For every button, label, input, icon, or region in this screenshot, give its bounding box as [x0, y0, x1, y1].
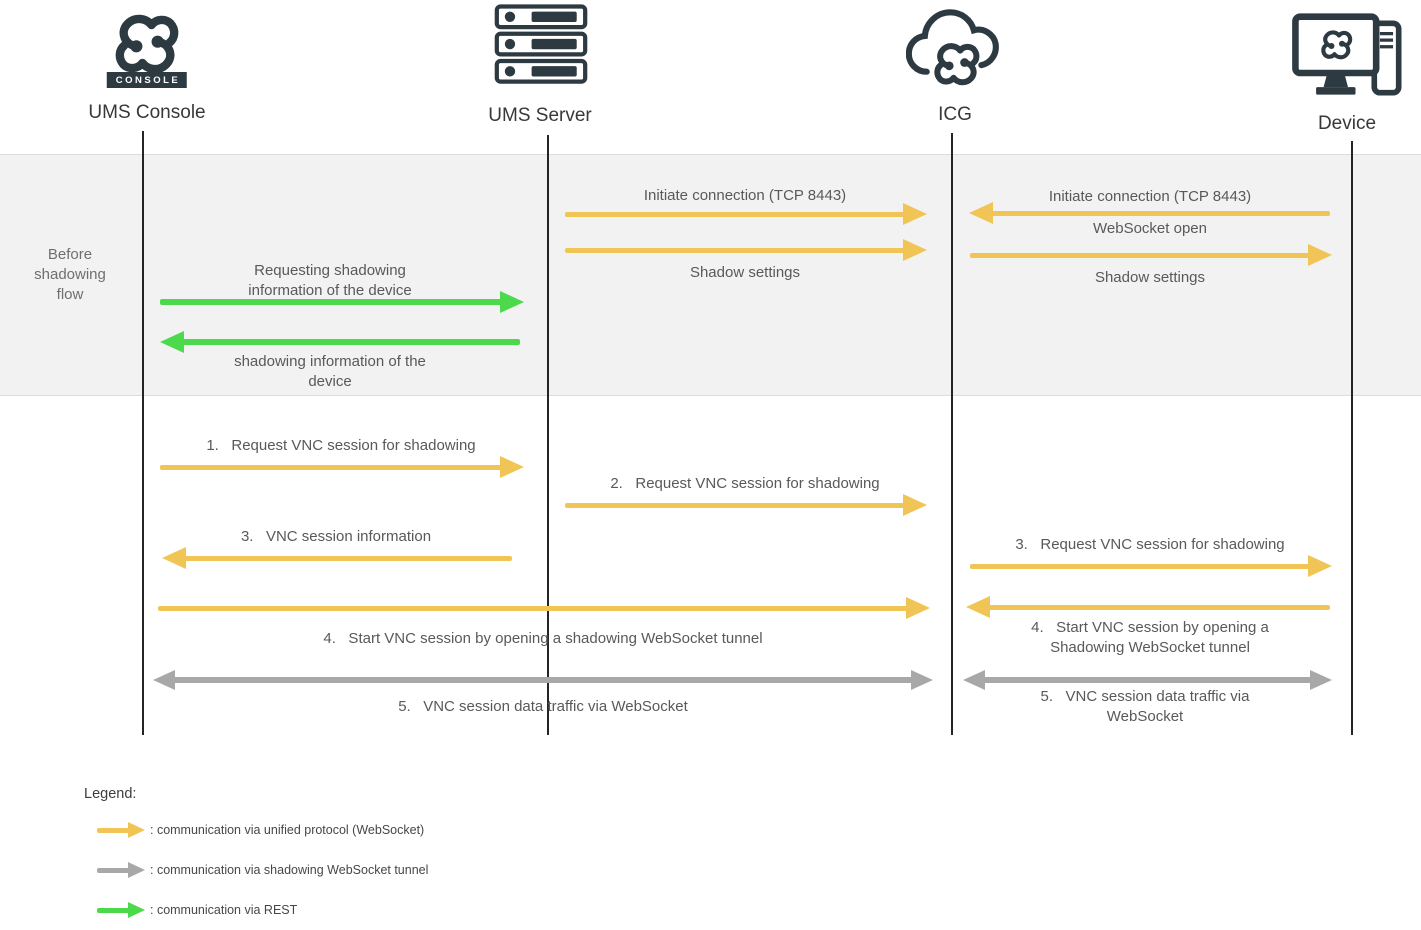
msg-step3-left: 3. VNC session information	[240, 528, 432, 545]
legend-item-tunnel: : communication via shadowing WebSocket …	[150, 863, 429, 877]
actor-ums-console: CONSOLE	[106, 6, 188, 88]
msg-step3-right: 3. Request VNC session for shadowing	[1015, 536, 1285, 553]
msg-step5-left: 5. VNC session data traffic via WebSocke…	[398, 698, 688, 715]
actor-label-icg: ICG	[938, 104, 972, 125]
msg-step4-right: 4. Start VNC session by opening a Shadow…	[1031, 619, 1269, 656]
msg-step5-right: 5. VNC session data traffic via WebSocke…	[1040, 688, 1250, 725]
device-monitor-icon	[1292, 13, 1402, 96]
before-shadowing-band: Before shadowing flow	[0, 154, 1421, 396]
msg-step2: 2. Request VNC session for shadowing	[610, 475, 880, 492]
legend-item-unified: : communication via unified protocol (We…	[150, 823, 425, 837]
lifeline-ums-console	[142, 131, 144, 735]
lifeline-icg	[951, 133, 953, 735]
band-label: Before shadowing flow	[34, 246, 106, 303]
msg-shadowing-info-response: shadowing information of the device	[234, 353, 426, 390]
lifeline-device	[1351, 141, 1353, 735]
actor-icg	[905, 4, 1005, 98]
actor-device	[1290, 12, 1406, 104]
msg-shadow-settings-icg-device: Shadow settings	[1094, 269, 1206, 286]
console-badge: CONSOLE	[106, 72, 188, 88]
legend-item-rest: : communication via REST	[150, 903, 298, 917]
lifeline-ums-server	[547, 135, 549, 735]
msg-websocket-open: WebSocket open	[1093, 220, 1207, 237]
msg-step1: 1. Request VNC session for shadowing	[206, 437, 476, 454]
msg-step4-left: 4. Start VNC session by opening a shadow…	[323, 630, 763, 647]
actor-label-ums-console: UMS Console	[88, 102, 206, 123]
msg-init-connection-server-icg: Initiate connection (TCP 8443)	[643, 187, 847, 204]
actor-label-ums-server: UMS Server	[488, 105, 592, 126]
msg-init-connection-device-icg: Initiate connection (TCP 8443)	[1048, 188, 1252, 205]
actor-ums-server	[493, 2, 589, 88]
server-rack-icon	[494, 4, 588, 84]
msg-requesting-shadowing-info: Requesting shadowing information of the …	[248, 262, 412, 299]
legend-title: Legend:	[84, 786, 137, 802]
ums-console-logo-icon	[108, 6, 186, 82]
msg-shadow-settings-server-icg: Shadow settings	[689, 264, 801, 281]
cloud-icon	[906, 9, 999, 98]
actor-label-device: Device	[1317, 113, 1377, 134]
